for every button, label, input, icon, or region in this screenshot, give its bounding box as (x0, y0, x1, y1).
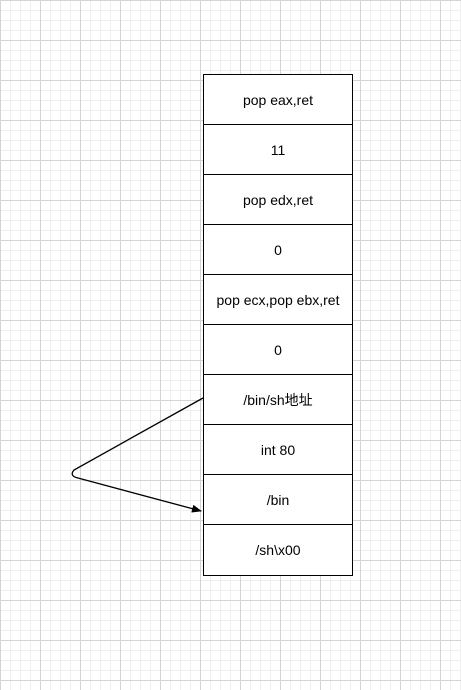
stack-cell-label: int 80 (260, 441, 296, 458)
stack-cell-ecx-value: 0 (204, 325, 352, 375)
stack-cell-label: pop ecx,pop ebx,ret (216, 291, 340, 308)
stack-cell-int80: int 80 (204, 425, 352, 475)
stack-diagram: pop eax,ret 11 pop edx,ret 0 pop ecx,pop… (203, 74, 353, 576)
stack-cell-edx-value: 0 (204, 225, 352, 275)
stack-cell-bin-string: /bin (204, 475, 352, 525)
stack-cell-label: /sh\x00 (255, 542, 301, 558)
stack-cell-pop-ecx-ebx: pop ecx,pop ebx,ret (204, 275, 352, 325)
stack-cell-pop-edx: pop edx,ret (204, 175, 352, 225)
stack-cell-sh-string: /sh\x00 (204, 525, 352, 575)
stack-cell-binsh-address: /bin/sh地址 (204, 375, 352, 425)
stack-cell-label: pop eax,ret (242, 91, 314, 108)
stack-cell-eax-value: 11 (204, 125, 352, 175)
stack-cell-label: 0 (274, 241, 282, 258)
stack-cell-pop-eax: pop eax,ret (204, 75, 352, 125)
stack-cell-label: 0 (274, 341, 282, 358)
pointer-arrow-line (71, 397, 204, 513)
stack-cell-label: 11 (270, 141, 286, 158)
stack-cell-label: /bin (266, 491, 290, 508)
stack-cell-label: /bin/sh地址 (243, 391, 313, 408)
stack-cell-label: pop edx,ret (242, 191, 314, 208)
